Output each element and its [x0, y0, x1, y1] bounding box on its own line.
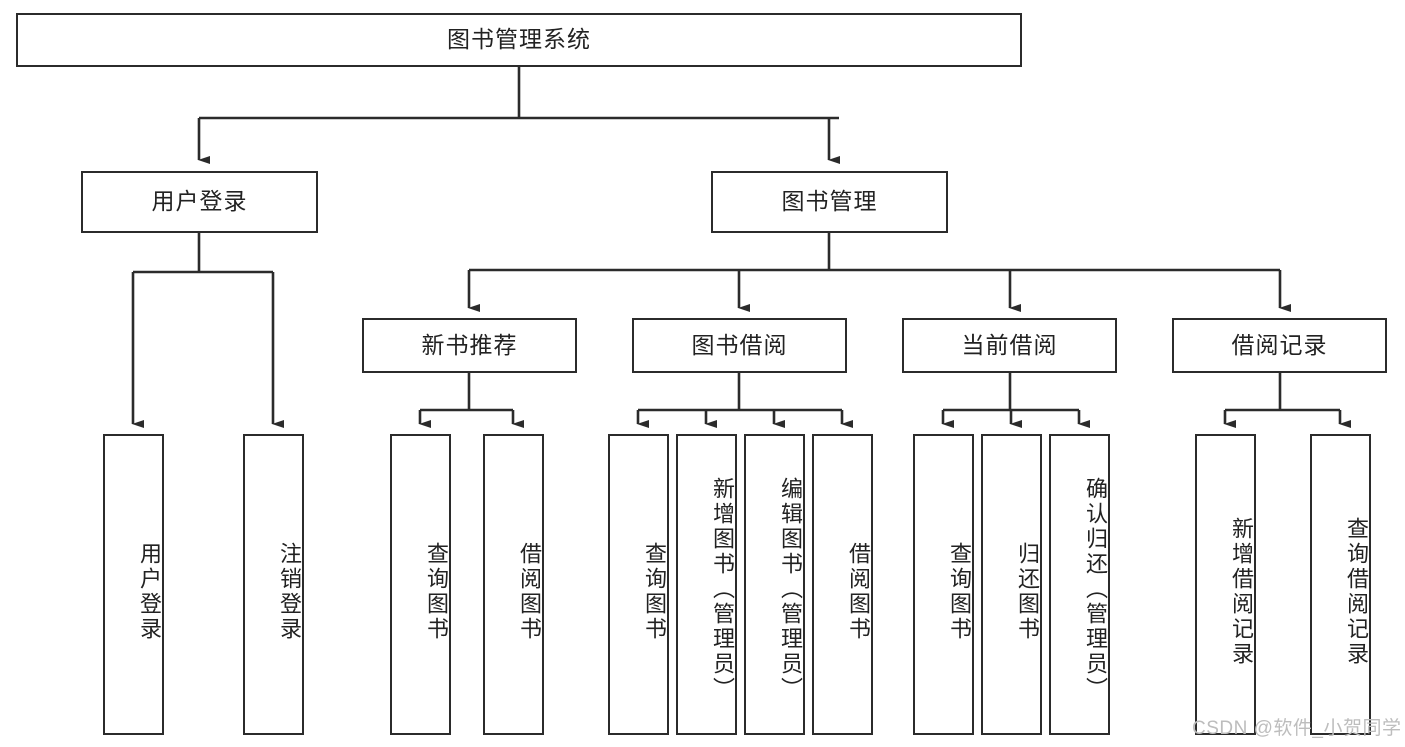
- leaf-book-borrow-edit-admin[interactable]: 编辑图书（管理员）: [744, 434, 805, 735]
- leaf-new-book-borrow[interactable]: 借阅图书: [483, 434, 544, 735]
- node-user-login[interactable]: 用户登录: [81, 171, 318, 233]
- node-new-book-recommend[interactable]: 新书推荐: [362, 318, 577, 373]
- leaf-current-borrow-return[interactable]: 归还图书: [981, 434, 1042, 735]
- leaf-borrow-record-query[interactable]: 查询借阅记录: [1310, 434, 1371, 735]
- leaf-user-login-logout[interactable]: 注销登录: [243, 434, 304, 735]
- leaf-current-borrow-confirm-admin[interactable]: 确认归还（管理员）: [1049, 434, 1110, 735]
- leaf-book-borrow-lend[interactable]: 借阅图书: [812, 434, 873, 735]
- csdn-watermark: CSDN @软件_小贺同学: [1192, 718, 1402, 739]
- node-current-borrow[interactable]: 当前借阅: [902, 318, 1117, 373]
- leaf-user-login-login[interactable]: 用户登录: [103, 434, 164, 735]
- leaf-borrow-record-add[interactable]: 新增借阅记录: [1195, 434, 1256, 735]
- leaf-current-borrow-query[interactable]: 查询图书: [913, 434, 974, 735]
- leaf-new-book-query[interactable]: 查询图书: [390, 434, 451, 735]
- node-book-management[interactable]: 图书管理: [711, 171, 948, 233]
- node-book-borrow[interactable]: 图书借阅: [632, 318, 847, 373]
- leaf-book-borrow-query[interactable]: 查询图书: [608, 434, 669, 735]
- leaf-book-borrow-add-admin[interactable]: 新增图书（管理员）: [676, 434, 737, 735]
- node-borrow-record[interactable]: 借阅记录: [1172, 318, 1387, 373]
- node-root-system[interactable]: 图书管理系统: [16, 13, 1022, 67]
